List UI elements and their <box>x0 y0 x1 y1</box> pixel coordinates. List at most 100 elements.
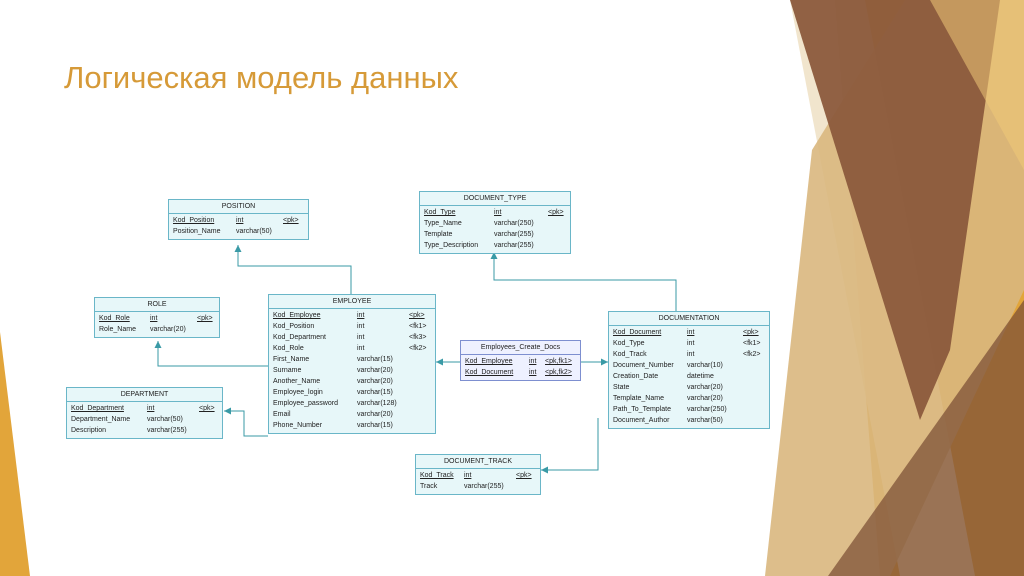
attribute-type: varchar(20) <box>357 411 393 418</box>
relationship-employee-to-position[interactable] <box>234 245 352 294</box>
entity-title: DOCUMENT_TYPE <box>420 192 570 206</box>
attribute-type: varchar(255) <box>464 483 504 490</box>
attribute-name: Surname <box>273 367 302 374</box>
attribute-name: Role_Name <box>99 326 136 333</box>
attribute-name: Kod_Role <box>99 315 130 322</box>
attribute-name: Department_Name <box>71 416 131 423</box>
attribute-type: varchar(50) <box>147 416 183 423</box>
attribute-name: Kod_Type <box>613 340 645 347</box>
attribute-row: Kod_Employee int <pk,fk1> <box>465 356 576 367</box>
attribute-name: Email <box>273 411 291 418</box>
attribute-row: First_Name varchar(15) <box>273 354 431 365</box>
attribute-name: Kod_Employee <box>465 358 513 365</box>
attribute-row: Kod_Role int <pk> <box>99 313 215 324</box>
attribute-row: Phone_Number varchar(15) <box>273 420 431 431</box>
arrowhead-icon <box>436 358 443 366</box>
attribute-type: varchar(255) <box>147 427 187 434</box>
attribute-key: <pk> <box>548 209 564 216</box>
attribute-key: <fk1> <box>409 323 427 330</box>
attribute-type: int <box>494 209 502 216</box>
relationship-employee-to-role[interactable] <box>154 341 269 367</box>
arrowhead-icon <box>224 407 231 415</box>
attribute-name: Type_Description <box>424 242 479 249</box>
attribute-type: varchar(15) <box>357 389 393 396</box>
relationship-employees-create-docs-to-employee[interactable] <box>436 358 460 366</box>
attribute-type: int <box>529 358 537 365</box>
connector-line <box>493 252 677 311</box>
connector-line <box>237 245 352 294</box>
slide-title: Логическая модель данных <box>64 60 459 95</box>
attribute-type: varchar(15) <box>357 356 393 363</box>
relationship-employees-create-docs-to-documentation[interactable] <box>581 358 608 366</box>
entity-title: DOCUMENTATION <box>609 312 769 326</box>
attribute-key: <fk2> <box>409 345 427 352</box>
attribute-row: Employee_password varchar(128) <box>273 398 431 409</box>
attribute-type: varchar(128) <box>357 400 397 407</box>
attribute-key: <pk> <box>199 405 215 412</box>
attribute-type: int <box>150 315 158 322</box>
attribute-key: <pk,fk1> <box>545 358 572 365</box>
attribute-type: varchar(250) <box>687 406 727 413</box>
attribute-name: Phone_Number <box>273 422 323 429</box>
attribute-name: Document_Number <box>613 362 674 369</box>
attribute-type: varchar(20) <box>357 378 393 385</box>
relationship-documentation-to-document-type[interactable] <box>490 252 677 311</box>
attribute-type: int <box>357 334 365 341</box>
relationship-documentation-to-document-track[interactable] <box>541 418 599 474</box>
attribute-name: Another_Name <box>273 378 321 385</box>
attribute-name: Type_Name <box>424 220 462 227</box>
entity-title: ROLE <box>95 298 219 312</box>
attribute-name: Kod_Position <box>173 217 215 224</box>
attribute-name: Template_Name <box>613 395 664 402</box>
attribute-type: varchar(15) <box>357 422 393 429</box>
attribute-type: varchar(250) <box>494 220 534 227</box>
attribute-name: Kod_Department <box>71 405 124 412</box>
connector-line <box>224 410 268 437</box>
attribute-name: First_Name <box>273 356 310 363</box>
attribute-key: <fk2> <box>743 351 761 358</box>
attribute-name: Employee_password <box>273 400 338 407</box>
attribute-name: Kod_Document <box>465 369 514 376</box>
entity-attributes: Kod_Employee int <pk,fk1> Kod_Document int <p… <box>461 355 580 380</box>
attribute-type: varchar(10) <box>687 362 723 369</box>
attribute-key: <fk3> <box>409 334 427 341</box>
relationship-employee-to-department[interactable] <box>224 407 268 437</box>
attribute-key: <pk> <box>197 315 213 322</box>
attribute-key: <pk> <box>283 217 299 224</box>
attribute-type: int <box>236 217 244 224</box>
attribute-type: datetime <box>687 373 714 380</box>
attribute-name: Kod_Document <box>613 329 662 336</box>
decor-shape-brown-bottom <box>828 300 1024 576</box>
decor-shape-highlight <box>930 0 1024 170</box>
attribute-name: Document_Author <box>613 417 670 424</box>
attribute-name: State <box>613 384 630 391</box>
attribute-type: varchar(255) <box>494 242 534 249</box>
entity-title: Employees_Create_Docs <box>461 341 580 355</box>
